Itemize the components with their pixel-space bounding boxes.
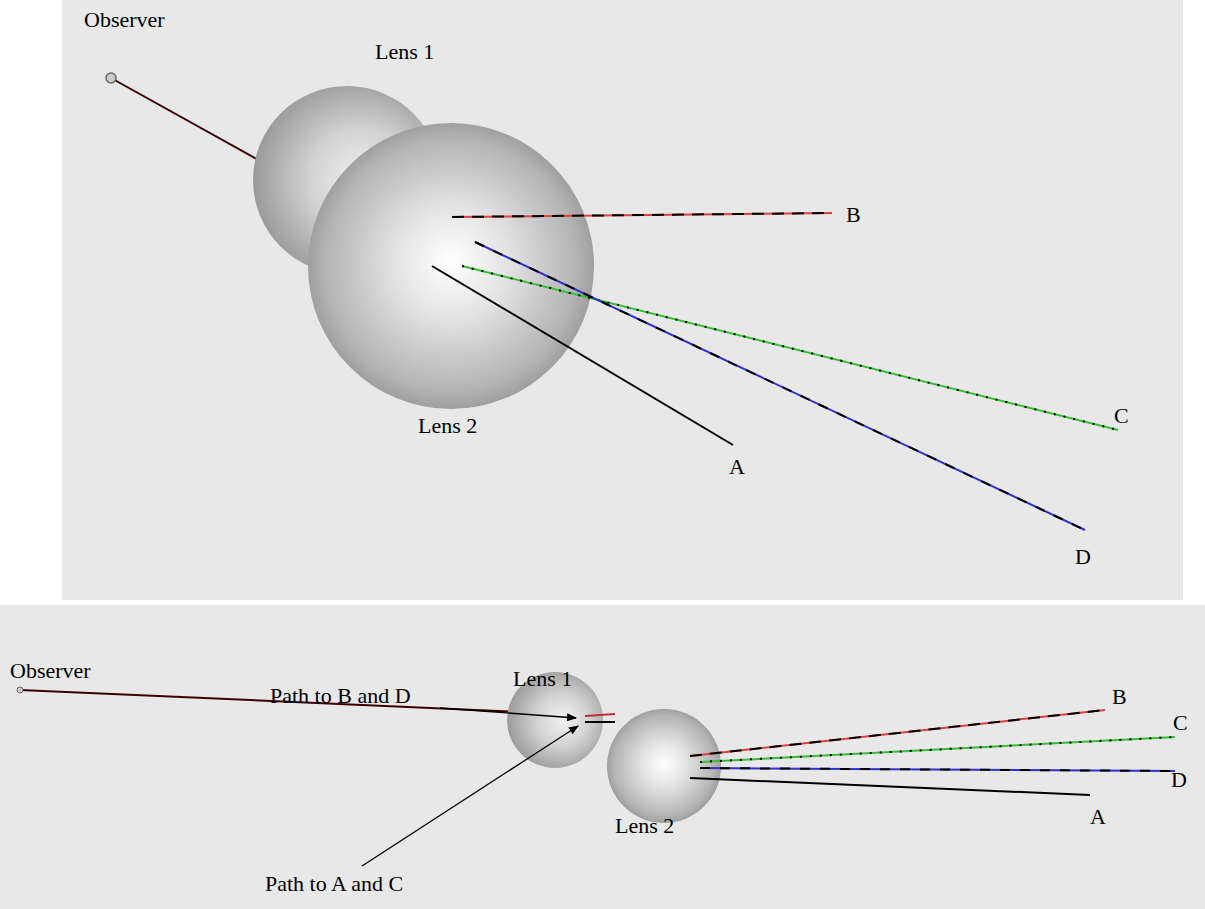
observer-label: Observer (10, 659, 91, 683)
ray-c-dots (700, 737, 1175, 762)
leader-arrow (362, 726, 578, 866)
ray-d (700, 768, 1175, 771)
leader-arrow (440, 708, 576, 718)
ray-b-dash (690, 710, 1105, 756)
endpoint-label: D (1075, 545, 1091, 569)
ray-b (690, 710, 1105, 756)
ray-d-dash (475, 242, 1085, 530)
observer-ray (111, 78, 262, 162)
ray-c (462, 266, 1118, 430)
top-panel (62, 0, 1183, 600)
ray-b-dash (452, 213, 832, 217)
endpoint-label: B (1112, 685, 1127, 709)
inner-path (585, 721, 615, 723)
ray-b (452, 213, 832, 217)
ray-c-dots (462, 266, 1118, 430)
endpoint-label: A (1090, 805, 1106, 829)
endpoint-label: C (1114, 404, 1129, 428)
endpoint-label: A (729, 455, 745, 479)
observer-point (106, 73, 116, 83)
path-label: Path to A and C (265, 872, 403, 896)
ray-d-dash (700, 768, 1175, 771)
bottom-panel (0, 605, 1205, 909)
inner-path (585, 714, 615, 716)
lens-label: Lens 2 (615, 814, 674, 838)
ray-d (475, 242, 1085, 530)
observer-label: Observer (84, 8, 165, 32)
endpoint-label: C (1173, 711, 1188, 735)
ray-c (700, 737, 1175, 762)
lens-label: Lens 1 (375, 40, 434, 64)
path-label: Path to B and D (270, 684, 411, 708)
lens-label: Lens 2 (418, 414, 477, 438)
lens-sphere (607, 709, 721, 823)
lens-label: Lens 1 (513, 667, 572, 691)
observer-point (17, 687, 23, 693)
lens-sphere (308, 123, 594, 409)
endpoint-label: D (1171, 768, 1187, 792)
endpoint-label: B (846, 203, 861, 227)
ray-a (690, 778, 1090, 795)
